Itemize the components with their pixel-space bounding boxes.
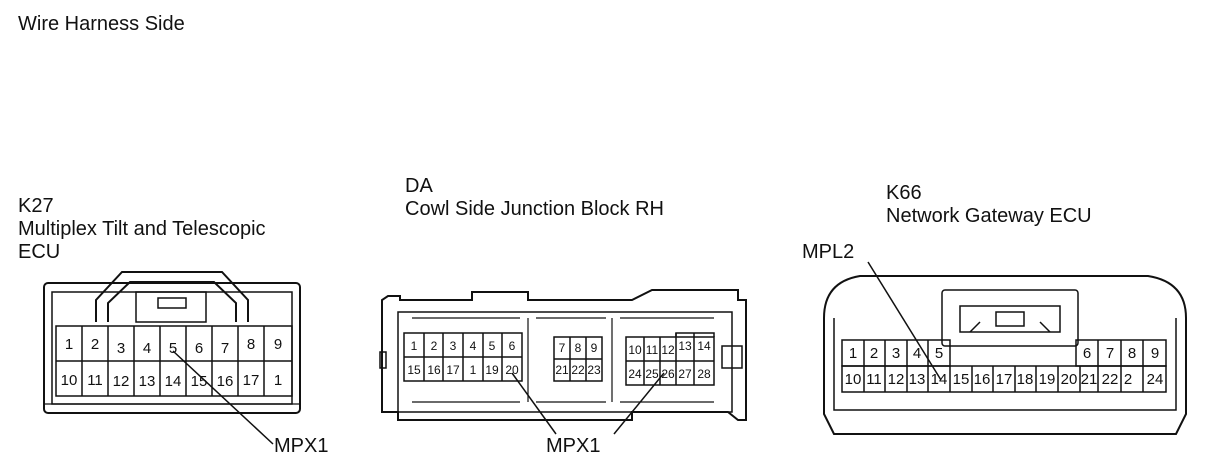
pin-label: 16 — [974, 371, 991, 388]
pin-label: 17 — [996, 371, 1013, 388]
pin-label: 10 — [61, 372, 78, 389]
pin-label: 8 — [1128, 345, 1136, 362]
k27-pin-grid — [55, 325, 293, 397]
pin-label: 16 — [427, 363, 441, 377]
pin-label: 6 — [509, 339, 516, 353]
pin-label: 4 — [143, 340, 151, 357]
pin-label: 24 — [628, 367, 642, 381]
k27-lock-tab — [95, 271, 249, 323]
pin-label: 10 — [628, 343, 642, 357]
pin-label: 14 — [931, 371, 948, 388]
pin-label: 1 — [411, 339, 418, 353]
k27-name-line2: ECU — [18, 241, 61, 263]
k66-callout-label: MPL2 — [802, 241, 854, 263]
k66-callout-leader — [867, 261, 942, 381]
pin-label: 15 — [953, 371, 970, 388]
pin-label: 11 — [866, 371, 882, 388]
pin-label: 24 — [1147, 371, 1164, 388]
pin-label: 12 — [113, 373, 130, 390]
pin-label: 22 — [571, 363, 585, 377]
pin-label: 3 — [450, 339, 457, 353]
da-pin-grid-mid — [553, 336, 603, 382]
pin-label: 2 — [870, 345, 878, 362]
k66-connector-body — [823, 275, 1187, 435]
pin-label: 5 — [169, 340, 177, 357]
k27-pin-labels: 1 2 3 4 5 6 7 8 9 10 11 12 13 14 15 16 1… — [61, 336, 283, 390]
k66-name-label: Network Gateway ECU — [886, 205, 1092, 227]
da-pin-grid-left — [403, 332, 523, 382]
da-pin-labels: 1 2 3 4 5 6 15 16 17 1 19 20 7 8 9 21 22… — [407, 339, 711, 381]
pin-label: 3 — [892, 345, 900, 362]
k66-pin-labels: 1 2 3 4 5 6 7 8 9 10 11 12 13 14 15 16 1… — [845, 345, 1164, 388]
pin-label: 14 — [165, 373, 182, 390]
pin-label: 9 — [591, 341, 598, 355]
pin-label: 8 — [575, 341, 582, 355]
pin-label: 10 — [845, 371, 862, 388]
pin-label: 7 — [1106, 345, 1114, 362]
pin-label: 5 — [935, 345, 943, 362]
da-name-label: Cowl Side Junction Block RH — [405, 198, 664, 220]
da-callout-label: MPX1 — [546, 435, 600, 457]
k66-code-label: K66 — [886, 182, 922, 204]
pin-label: 12 — [661, 343, 675, 357]
pin-label: 14 — [697, 339, 711, 353]
pin-label: 23 — [587, 363, 601, 377]
pin-label: 26 — [661, 367, 675, 381]
pin-label: 19 — [485, 363, 499, 377]
pin-label: 20 — [505, 363, 519, 377]
da-connector-body — [379, 289, 747, 421]
page-title: Wire Harness Side — [18, 13, 185, 35]
pin-label: 4 — [913, 345, 921, 362]
k66-lock-tab — [941, 289, 1079, 347]
pin-label: 8 — [247, 336, 255, 353]
pin-label: 6 — [195, 340, 203, 357]
pin-label: 6 — [1083, 345, 1091, 362]
pin-label: 22 — [1102, 371, 1119, 388]
pin-label: 2 — [431, 339, 438, 353]
pin-label: 7 — [559, 341, 566, 355]
pin-label: 9 — [274, 336, 282, 353]
pin-label: 15 — [407, 363, 421, 377]
pin-label: 7 — [221, 340, 229, 357]
pin-label: 1 — [65, 336, 73, 353]
pin-label: 25 — [645, 367, 659, 381]
da-code-label: DA — [405, 175, 433, 197]
k27-code-label: K27 — [18, 195, 54, 217]
pin-label: 1 — [849, 345, 857, 362]
pin-label: 5 — [489, 339, 496, 353]
k27-callout-leader — [172, 350, 274, 445]
da-callout-leader-1 — [511, 372, 557, 435]
pin-label: 13 — [139, 373, 156, 390]
pin-label: 2 — [91, 336, 99, 353]
pin-label: 21 — [1081, 371, 1098, 388]
pin-label: 3 — [117, 340, 125, 357]
pin-label: 11 — [87, 372, 103, 389]
pin-label: 4 — [470, 339, 477, 353]
pin-label: 16 — [217, 373, 234, 390]
pin-label: 15 — [191, 373, 208, 390]
pin-label: 1 — [470, 363, 477, 377]
pin-label: 1 — [274, 372, 282, 389]
pin-label: 9 — [1151, 345, 1159, 362]
pin-label: 19 — [1039, 371, 1056, 388]
da-callout-leader-2 — [613, 372, 665, 435]
pin-label: 13 — [678, 339, 692, 353]
k66-pin-grid — [841, 339, 1167, 393]
pin-label: 17 — [243, 372, 260, 389]
k27-callout-label: MPX1 — [274, 435, 328, 457]
pin-label: 28 — [697, 367, 711, 381]
pin-label: 12 — [888, 371, 905, 388]
pin-label: 18 — [1017, 371, 1034, 388]
pin-label: 21 — [555, 363, 569, 377]
pin-label: 2 — [1124, 371, 1132, 388]
pin-label: 17 — [446, 363, 460, 377]
k27-name-line1: Multiplex Tilt and Telescopic — [18, 218, 266, 240]
pin-label: 20 — [1061, 371, 1078, 388]
pin-label: 27 — [678, 367, 692, 381]
pin-label: 13 — [909, 371, 926, 388]
pin-label: 11 — [646, 343, 659, 357]
